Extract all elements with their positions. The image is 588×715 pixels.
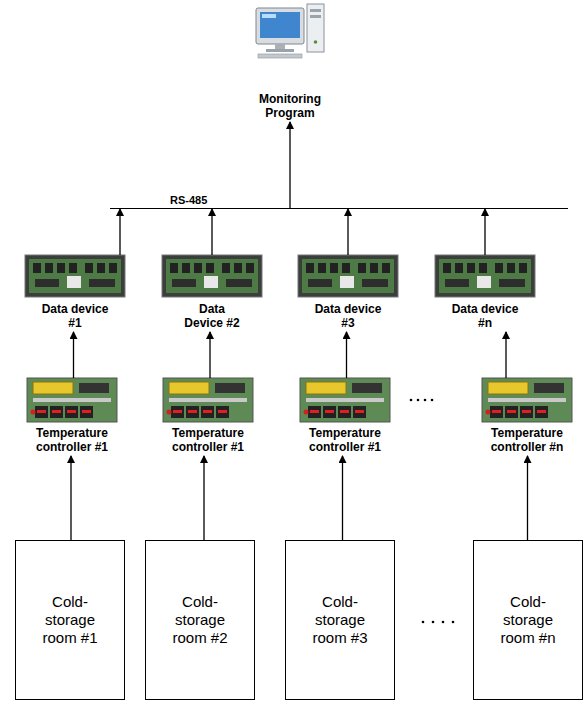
computer-icon: [256, 4, 324, 58]
temperature-controller: Temperature controller #1: [17, 378, 127, 454]
signal-arrow: [342, 456, 343, 540]
device-label: Temperature controller #1: [297, 426, 393, 454]
signal-arrow: [203, 456, 204, 540]
temperature-controller: Temperature controller #1: [153, 378, 263, 454]
cold-storage-room: Cold-storage room #1: [15, 540, 125, 700]
signal-arrow: [347, 209, 348, 255]
controller-icons: [27, 378, 572, 422]
device-label: Data device #n: [451, 302, 519, 330]
monitoring-program: Monitoring Program: [235, 0, 345, 120]
device-label: Data device #3: [314, 302, 382, 330]
room-label: Cold-storage room #n: [497, 593, 559, 647]
device-label: Temperature controller #1: [24, 426, 120, 454]
device-label: Temperature controller #n: [479, 426, 575, 454]
cold-storage-room: Cold-storage room #n: [473, 540, 583, 700]
signal-arrow: [73, 332, 74, 378]
signal-arrow: [211, 209, 212, 255]
ellipsis-dots: [410, 399, 455, 624]
signal-arrow: [484, 209, 485, 255]
signal-arrow: [505, 332, 506, 378]
signal-arrow: [346, 332, 347, 378]
device-label: Monitoring Program: [250, 92, 330, 120]
temperature-controller: Temperature controller #1: [290, 378, 400, 454]
signal-arrow: [119, 209, 120, 255]
temperature-controller: Temperature controller #n: [472, 378, 582, 454]
room-label: Cold-storage room #3: [309, 593, 371, 647]
cold-storage-room: Cold-storage room #2: [145, 540, 255, 700]
rs485-bus: RS-485: [110, 190, 568, 209]
signal-arrow: [209, 332, 210, 378]
data-device: Data device #1: [20, 255, 130, 330]
data-device: Data Device #2: [157, 255, 267, 330]
device-label: Data device #1: [41, 302, 109, 330]
data-device: Data device #3: [293, 255, 403, 330]
bus-label: RS-485: [170, 193, 207, 207]
device-label: Temperature controller #1: [160, 426, 256, 454]
room-label: Cold-storage room #2: [169, 593, 231, 647]
signal-arrow: [70, 456, 71, 540]
device-label: Data Device #2: [178, 302, 246, 330]
room-label: Cold-storage room #1: [39, 593, 101, 647]
signal-arrow: [527, 456, 528, 540]
signal-arrow: [289, 122, 290, 209]
cold-storage-room: Cold-storage room #3: [285, 540, 395, 700]
data-device: Data device #n: [430, 255, 540, 330]
data-device-icons: [25, 255, 535, 297]
